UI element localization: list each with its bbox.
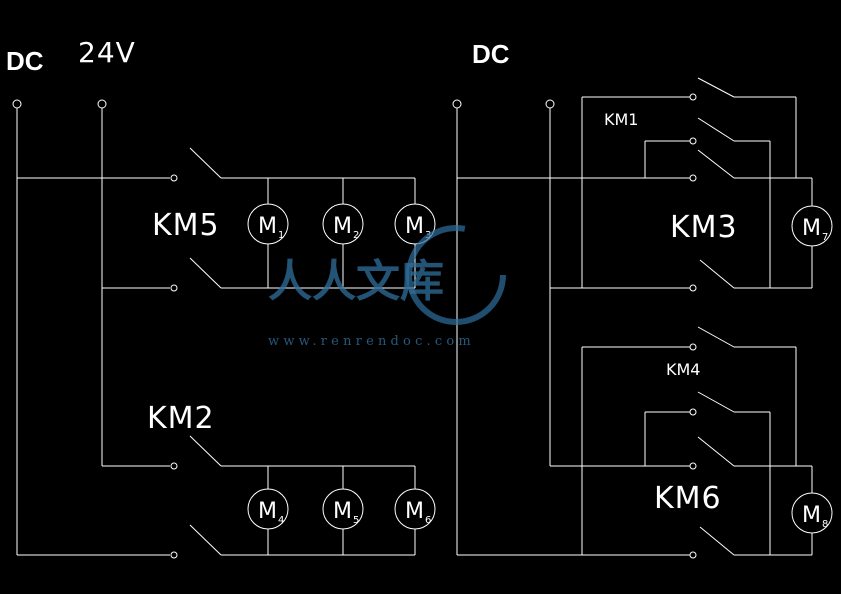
motor-m5: M 5 xyxy=(322,488,364,530)
contact-terminal xyxy=(689,174,697,182)
motor-number: 2 xyxy=(353,230,359,241)
left-circuit xyxy=(12,99,416,559)
motor-number: 7 xyxy=(822,232,828,243)
watermark-url: www.renrendoc.com xyxy=(268,334,475,349)
motor-letter: M xyxy=(333,214,352,239)
switch-blade xyxy=(697,391,735,413)
contact-terminal xyxy=(689,93,697,101)
terminal-left-a xyxy=(12,99,22,109)
km6-label: KM6 xyxy=(654,481,722,516)
motor-m4: M 4 xyxy=(247,488,289,530)
contact-terminal xyxy=(689,551,697,559)
contact-terminal xyxy=(689,408,697,416)
contact-terminal xyxy=(689,462,697,470)
motor-m7: M 7 xyxy=(791,205,833,247)
motor-letter: M xyxy=(802,503,821,528)
right-circuit xyxy=(452,77,813,559)
km4-label: KM4 xyxy=(666,360,700,379)
watermark-ring xyxy=(406,225,506,325)
terminal-right-a xyxy=(452,99,462,109)
switch-blade xyxy=(697,326,735,348)
contact-terminal xyxy=(170,462,178,470)
motor-letter: M xyxy=(333,499,352,524)
switch-blade xyxy=(189,257,222,289)
watermark-logo-text: 人人文库 xyxy=(268,256,444,307)
switch-blade xyxy=(697,149,735,179)
voltage-label: 24V xyxy=(78,36,136,69)
dc-label-right: DC xyxy=(472,39,510,69)
motor-m1: M 1 xyxy=(247,203,289,245)
motor-letter: M xyxy=(405,499,424,524)
switch-blade xyxy=(189,524,222,556)
contact-terminal xyxy=(170,551,178,559)
switch-blade xyxy=(699,259,735,289)
switch-blade xyxy=(699,526,735,556)
contact-terminal xyxy=(689,343,697,351)
motor-number: 5 xyxy=(353,515,359,526)
motor-number: 1 xyxy=(278,230,284,241)
motor-m6: M 6 xyxy=(394,488,436,530)
km1-label: KM1 xyxy=(604,110,638,129)
motor-m8: M 8 xyxy=(791,492,833,534)
motor-number: 8 xyxy=(822,519,828,530)
switch-blade xyxy=(697,436,735,467)
motor-letter: M xyxy=(258,499,277,524)
switch-blade xyxy=(189,147,222,179)
motor-number: 4 xyxy=(278,515,284,526)
motor-m2: M 2 xyxy=(322,203,364,245)
contact-terminal xyxy=(689,137,697,145)
switch-blade xyxy=(189,435,222,467)
contact-terminal xyxy=(170,284,178,292)
km3-label: KM3 xyxy=(670,210,738,245)
motor-letter: M xyxy=(258,214,277,239)
motor-letter: M xyxy=(405,214,424,239)
watermark: 人人文库 www.renrendoc.com xyxy=(268,225,506,349)
km2-label: KM2 xyxy=(147,401,215,436)
dc-label-left: DC xyxy=(6,46,44,76)
contact-terminal xyxy=(689,284,697,292)
contact-terminal xyxy=(170,174,178,182)
terminal-left-b xyxy=(97,99,107,109)
switch-blade xyxy=(697,77,735,98)
km5-label: KM5 xyxy=(152,208,220,243)
terminal-right-b xyxy=(545,99,555,109)
motor-number: 6 xyxy=(425,515,431,526)
motor-letter: M xyxy=(802,216,821,241)
switch-blade xyxy=(697,117,735,142)
